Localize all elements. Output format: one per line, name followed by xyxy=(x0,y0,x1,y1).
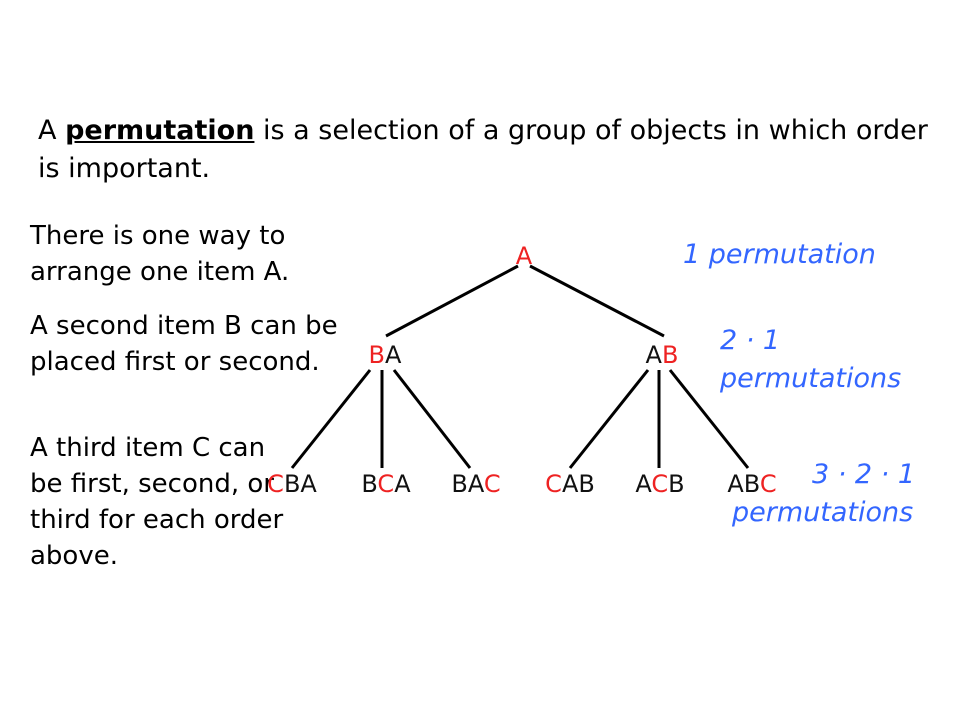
edge-ba-cba xyxy=(290,369,372,469)
existing-letter: A xyxy=(646,341,663,369)
tree-node-bac: BAC xyxy=(451,470,500,498)
edge-ba-bac xyxy=(392,369,472,469)
new-letter: B xyxy=(662,341,678,369)
tree-node-ba: BA xyxy=(369,341,402,369)
tree-node-cba: CBA xyxy=(267,470,317,498)
existing-letter: A xyxy=(468,470,485,498)
new-letter: C xyxy=(545,470,562,498)
new-letter: B xyxy=(369,341,385,369)
level3-expression: 3 · 2 · 1 xyxy=(812,459,916,490)
new-letter: C xyxy=(377,470,394,498)
existing-letter: A xyxy=(385,341,402,369)
tree-edges xyxy=(290,264,750,469)
edge-a-ba xyxy=(385,264,519,338)
existing-letter: B xyxy=(578,470,594,498)
tree-node-cab: CAB xyxy=(545,470,595,498)
new-letter: A xyxy=(516,242,533,270)
existing-letter: B xyxy=(451,470,467,498)
existing-letter: A xyxy=(727,470,744,498)
step-two-items: A second item B can be placed first or s… xyxy=(30,311,338,377)
level2-expression: 2 · 1 xyxy=(720,325,781,356)
tree-node-abc: ABC xyxy=(727,470,776,498)
step-one-item: There is one way to arrange one item A. xyxy=(30,221,290,287)
tree-node-a: A xyxy=(516,242,533,270)
permutation-term: permutation xyxy=(65,115,255,146)
new-letter: C xyxy=(484,470,501,498)
level2-word: permutations xyxy=(720,363,902,394)
definition-text: A permutation is a selection of a group … xyxy=(38,112,938,188)
definition-suffix: is a selection of a group of objects in … xyxy=(38,115,928,184)
tree-node-bca: BCA xyxy=(361,470,411,498)
new-letter: C xyxy=(760,470,777,498)
new-letter: C xyxy=(651,470,668,498)
new-letter: C xyxy=(267,470,284,498)
existing-letter: B xyxy=(361,470,377,498)
existing-letter: A xyxy=(394,470,411,498)
edge-ab-abc xyxy=(668,369,750,469)
existing-letter: A xyxy=(562,470,579,498)
edge-a-ab xyxy=(529,264,665,338)
existing-letter: B xyxy=(668,470,684,498)
level2-count: 2 · 1 permutations xyxy=(720,322,901,398)
tree-node-acb: ACB xyxy=(635,470,684,498)
step-three-items: A third item C can be first, second, or … xyxy=(30,433,284,571)
level1-count: 1 permutation xyxy=(683,239,876,270)
existing-letter: A xyxy=(300,470,317,498)
edge-ab-cab xyxy=(568,369,650,469)
definition-prefix: A xyxy=(38,115,66,146)
existing-letter: A xyxy=(635,470,652,498)
existing-letter: B xyxy=(744,470,760,498)
level3-word: permutations xyxy=(732,497,914,528)
existing-letter: B xyxy=(284,470,300,498)
tree-node-ab: AB xyxy=(646,341,679,369)
